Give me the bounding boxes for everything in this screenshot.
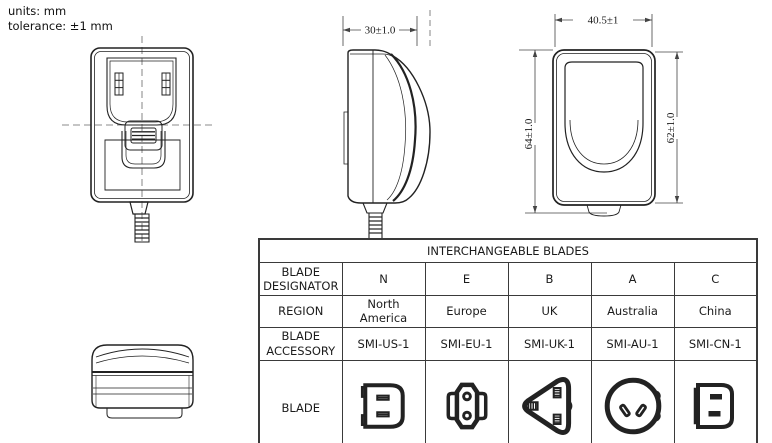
- width-dimension: [343, 16, 417, 46]
- blade-slot: [115, 73, 123, 95]
- front-view-drawing: [60, 36, 220, 246]
- designator-cell: A: [590, 262, 675, 296]
- blade-icon-cell: [590, 359, 675, 443]
- row-label-region: REGION: [258, 295, 343, 328]
- region-cell: Europe: [424, 295, 509, 328]
- width-dimension: [555, 14, 652, 47]
- units-note: units: mm: [8, 4, 67, 18]
- designator-cell: E: [424, 262, 509, 296]
- uk-plug-icon: [517, 375, 583, 437]
- us-plug-icon: [358, 380, 410, 432]
- table-row-accessory: BLADE ACCESSORY SMI-US-1 SMI-EU-1 SMI-UK…: [258, 326, 758, 361]
- accessory-cell: SMI-CN-1: [673, 326, 758, 361]
- release-latch: [125, 121, 162, 150]
- au-plug-icon: [603, 376, 663, 436]
- region-cell: Australia: [590, 295, 675, 328]
- side-slot-tab: [344, 112, 348, 164]
- height-dimension-right: [655, 52, 683, 203]
- cable-strain-relief: [363, 203, 387, 239]
- row-label-blade-designator: BLADE DESIGNATOR: [258, 262, 343, 296]
- table-row-blade: BLADE: [258, 359, 758, 443]
- height-dimension-left: [519, 50, 607, 213]
- bottom-view-drawing: [70, 336, 220, 436]
- blade-icon-cell: [507, 359, 592, 443]
- bottom-tab: [587, 205, 621, 216]
- region-cell: China: [673, 295, 758, 328]
- rear-height-left-label: 64±1.0: [523, 118, 535, 149]
- accessory-cell: SMI-US-1: [341, 326, 426, 361]
- bottom-tab: [107, 408, 182, 418]
- eu-plug-icon: [443, 378, 491, 434]
- region-cell: North America: [341, 295, 426, 328]
- blade-slot: [162, 73, 170, 95]
- row-label-blade-accessory: BLADE ACCESSORY: [258, 326, 343, 361]
- accessory-cell: SMI-UK-1: [507, 326, 592, 361]
- drawing-notes: units: mm tolerance: ±1 mm: [8, 4, 113, 34]
- tolerance-note: tolerance: ±1 mm: [8, 18, 113, 33]
- region-cell: UK: [507, 295, 592, 328]
- blades-table: INTERCHANGEABLE BLADES BLADE DESIGNATOR …: [258, 238, 758, 443]
- table-row-designator: BLADE DESIGNATOR N E B A C: [258, 262, 758, 296]
- rear-width-label: 40.5±1: [588, 15, 619, 27]
- blade-icon-cell: [673, 359, 758, 443]
- side-view-drawing: 30±1.0: [325, 10, 445, 240]
- blade-icon-cell: [341, 359, 426, 443]
- blades-table-title: INTERCHANGEABLE BLADES: [258, 238, 758, 263]
- row-label-blade: BLADE: [258, 359, 343, 443]
- designator-cell: B: [507, 262, 592, 296]
- table-row-region: REGION North America Europe UK Australia…: [258, 295, 758, 328]
- blade-icon-cell: [424, 359, 509, 443]
- cn-plug-icon: [690, 380, 740, 432]
- accessory-cell: SMI-AU-1: [590, 326, 675, 361]
- designator-cell: N: [341, 262, 426, 296]
- rear-view-drawing: 40.5±1 64±1.0 62±1.0: [515, 5, 715, 225]
- designator-cell: C: [673, 262, 758, 296]
- rear-height-right-label: 62±1.0: [665, 112, 677, 143]
- cable-strain-relief: [130, 202, 149, 242]
- side-width-label: 30±1.0: [365, 25, 396, 37]
- accessory-cell: SMI-EU-1: [424, 326, 509, 361]
